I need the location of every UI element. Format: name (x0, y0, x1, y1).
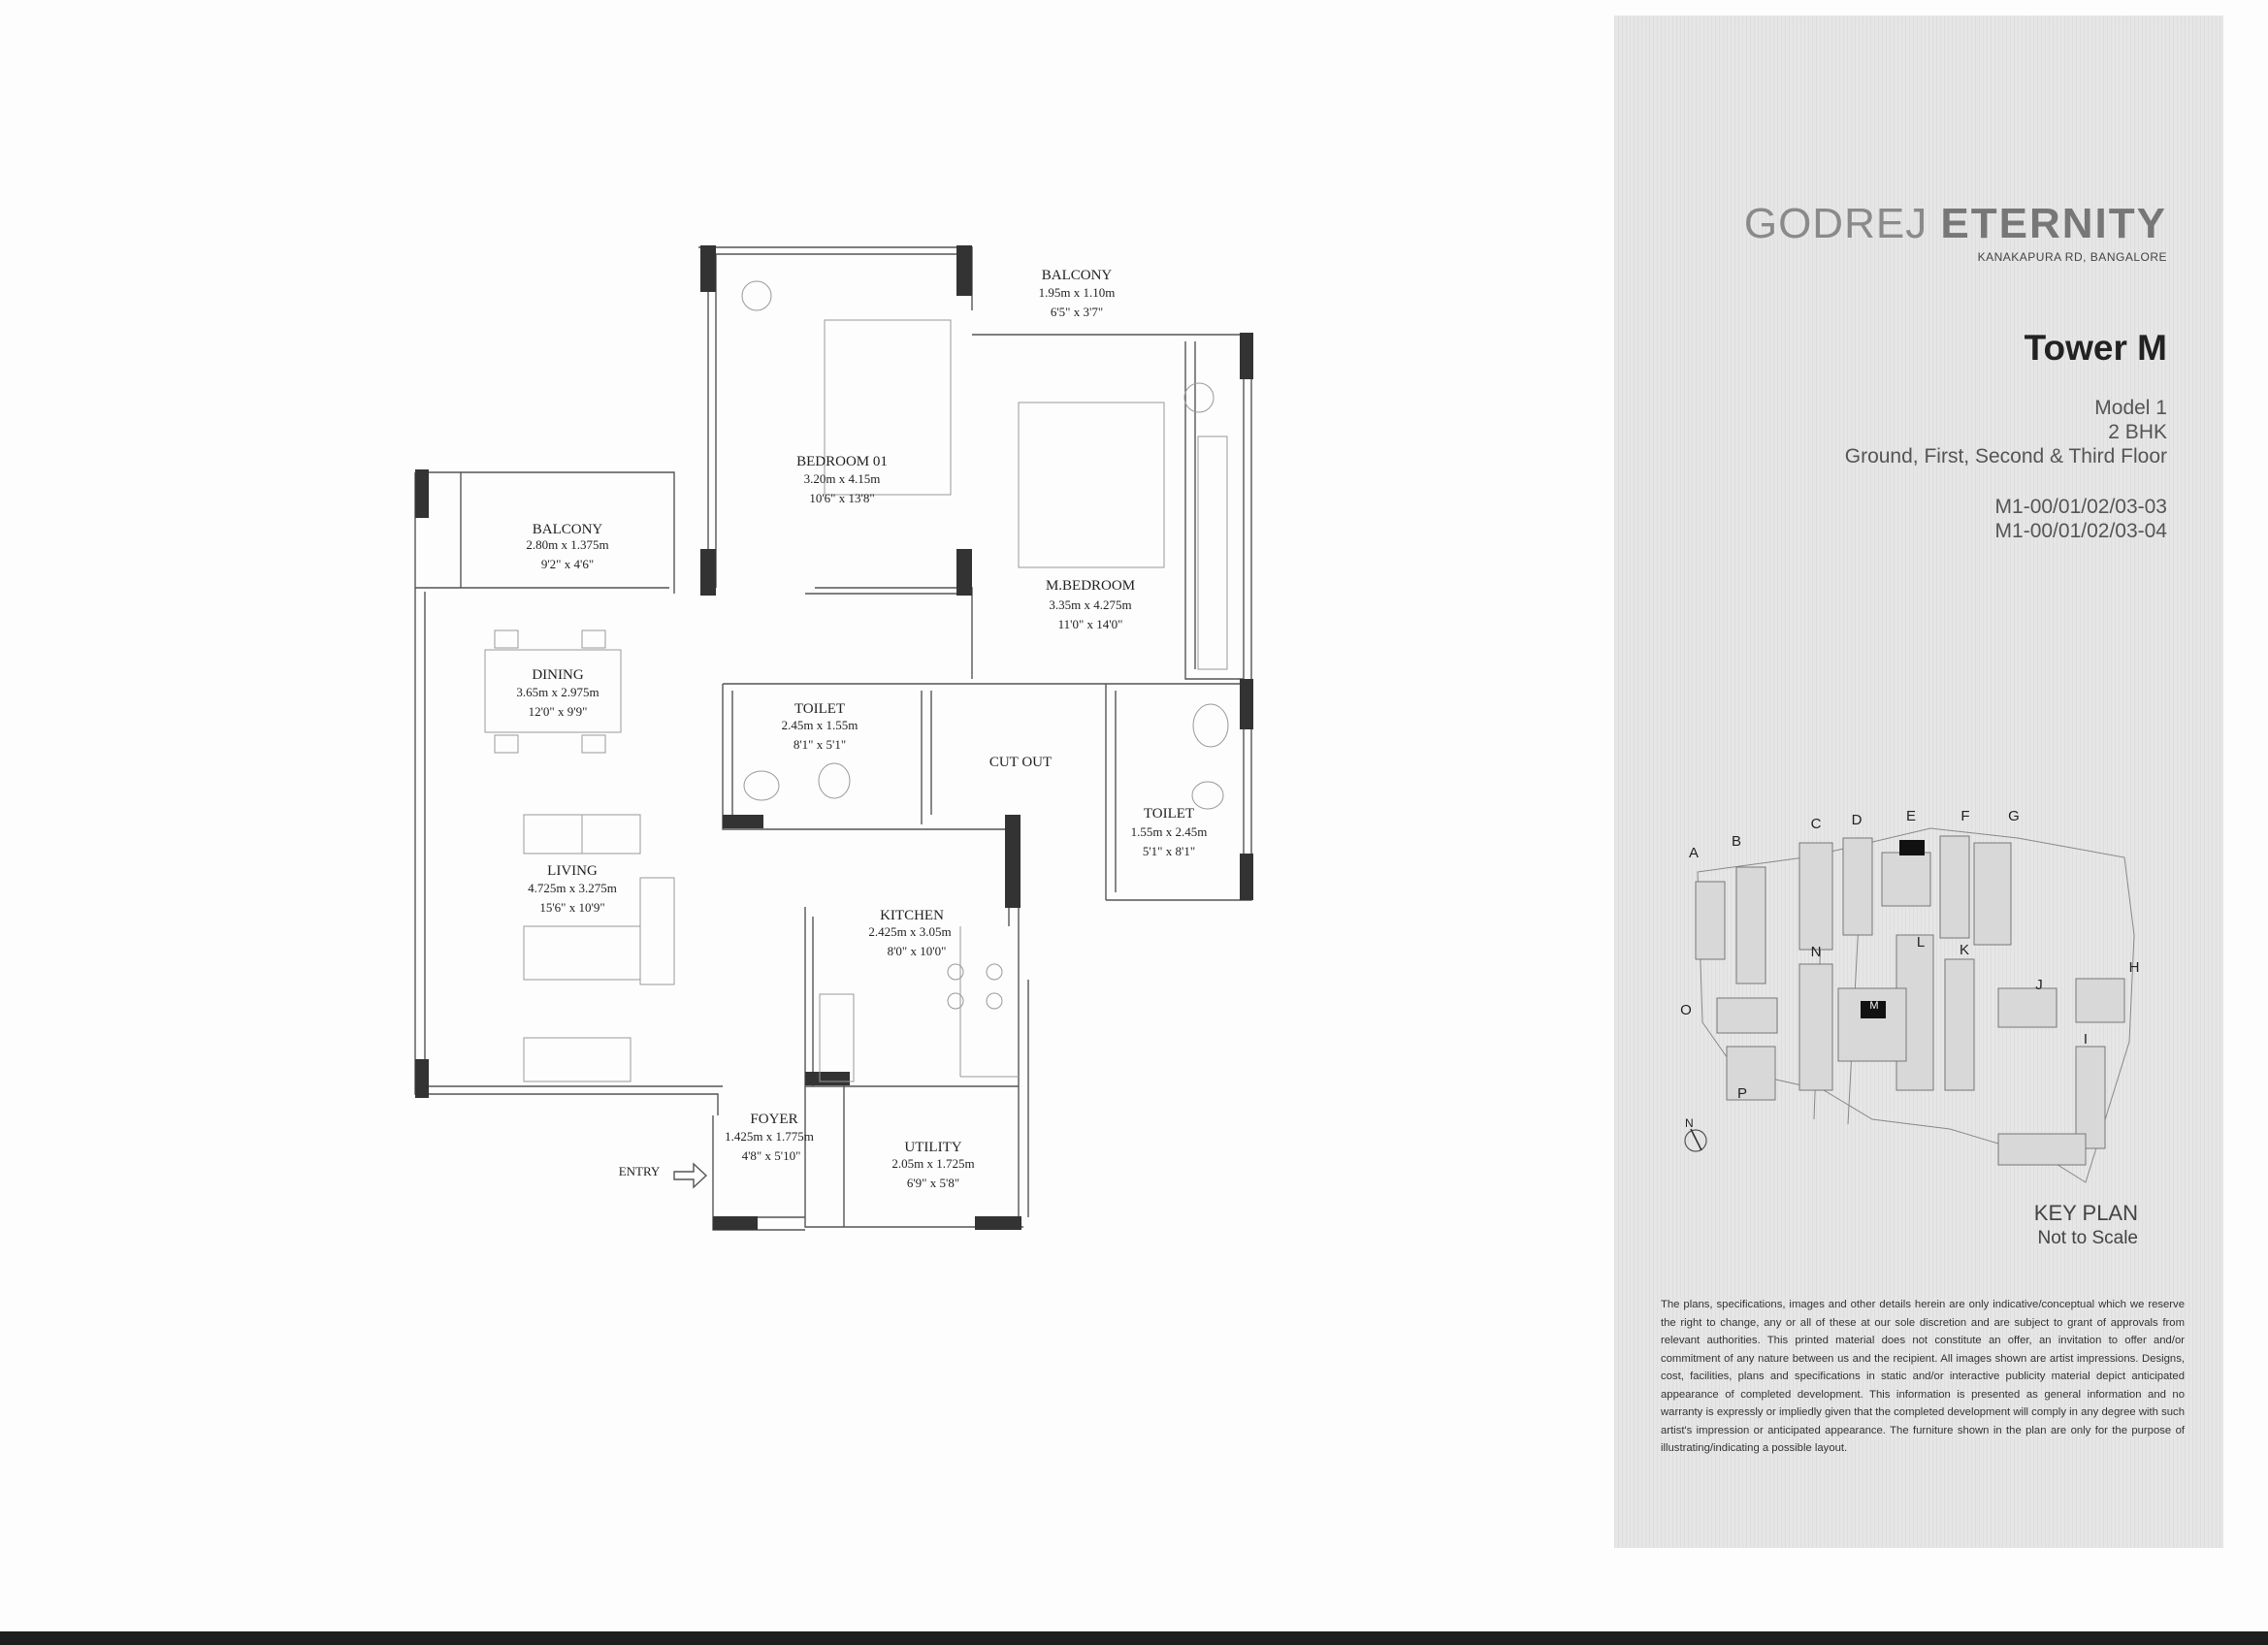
room-dims-metric: 1.95m x 1.10m (1039, 285, 1116, 300)
room-dims-metric: 3.35m x 4.275m (1049, 597, 1131, 612)
room-name: DINING (532, 667, 583, 683)
room-living: LIVING 4.725m x 3.275m 15'6" x 10'9" (528, 863, 617, 915)
room-toilet-1: TOILET 2.45m x 1.55m 8'1" x 5'1" (782, 701, 859, 752)
room-dims-metric: 2.425m x 3.05m (868, 924, 951, 939)
room-name: M.BEDROOM (1046, 578, 1135, 594)
key-plan-title: KEY PLAN (2033, 1201, 2138, 1225)
room-master-bedroom: M.BEDROOM 3.35m x 4.275m 11'0" x 14'0" (1046, 578, 1135, 631)
tower-letter: L (1917, 934, 1925, 951)
room-name: TOILET (794, 701, 845, 717)
tower-letter: B (1732, 833, 1741, 850)
unit-code: M1-00/01/02/03-04 (1994, 520, 2167, 542)
entry-arrow (673, 1162, 708, 1189)
wall-columns (415, 245, 1253, 1230)
tower-letter: P (1737, 1085, 1747, 1102)
tower-letter: G (2008, 808, 2020, 824)
tower-letter: O (1680, 1002, 1692, 1018)
room-name: BALCONY (1042, 268, 1113, 283)
room-dims-metric: 2.80m x 1.375m (526, 537, 608, 552)
room-cut-out: CUT OUT (989, 755, 1052, 770)
key-plan-caption: KEY PLAN Not to Scale (2034, 1201, 2138, 1251)
model-type: 2 BHK (2108, 421, 2167, 443)
room-name: LIVING (547, 863, 598, 879)
scan-edge (0, 1631, 2268, 1645)
room-name: BALCONY (533, 522, 603, 537)
room-kitchen: KITCHEN 2.425m x 3.05m 8'0" x 10'0" (868, 908, 951, 958)
room-dims-metric: 1.425m x 1.775m (725, 1129, 814, 1144)
room-name: UTILITY (904, 1140, 961, 1155)
north-label: N (1685, 1116, 1694, 1130)
unit-code: M1-00/01/02/03-03 (1994, 496, 2167, 518)
floor-plan: BALCONY 1.95m x 1.10m 6'5" x 3'7" BEDROO… (414, 245, 1253, 1231)
key-plan-map: A B C D E F G H I J K L M N O P N (1680, 808, 2139, 1183)
tower-letter: N (1811, 944, 1822, 960)
room-dining: DINING 3.65m x 2.975m 12'0" x 9'9" (516, 667, 599, 719)
room-dims-imperial: 6'9" x 5'8" (907, 1176, 959, 1190)
room-dims-imperial: 12'0" x 9'9" (529, 704, 588, 719)
tower-letter: E (1906, 808, 1916, 824)
highlight-tower-m (1861, 1001, 1886, 1018)
room-dims-imperial: 8'0" x 10'0" (888, 944, 947, 958)
tower-letters: A B C D E F G H I J K L M N O P (1680, 808, 2139, 1102)
room-dims-metric: 3.20m x 4.15m (804, 471, 881, 486)
room-toilet-2: TOILET 1.55m x 2.45m 5'1" x 8'1" (1131, 806, 1208, 858)
tower-letter: A (1689, 845, 1699, 861)
room-dims-imperial: 8'1" x 5'1" (794, 737, 846, 752)
room-dims-imperial: 6'5" x 3'7" (1051, 305, 1103, 319)
room-dims-metric: 3.65m x 2.975m (516, 685, 599, 699)
tower-blocks (1695, 835, 2125, 1166)
north-compass: N (1684, 1116, 1707, 1152)
tower-letter: D (1852, 812, 1863, 828)
brand-bold: ETERNITY (1940, 200, 2167, 247)
tower-letter: K (1960, 942, 1969, 958)
entry-label: ENTRY (619, 1164, 661, 1178)
key-plan-scale-note: Not to Scale (2037, 1228, 2139, 1248)
furniture (484, 280, 1229, 1082)
info-panel: GODREJ ETERNITY KANAKAPURA RD, BANGALORE… (1614, 16, 2223, 1548)
brand-light: GODREJ (1743, 200, 1941, 247)
tower-title: Tower M (2024, 328, 2167, 368)
model-number: Model 1 (2094, 397, 2167, 419)
brand-wordmark: GODREJ ETERNITY (1744, 200, 2167, 248)
model-info: Model 1 2 BHK Ground, First, Second & Th… (1845, 396, 2167, 468)
room-name: BEDROOM 01 (796, 454, 888, 469)
room-dims-metric: 2.45m x 1.55m (782, 718, 859, 732)
room-dims-imperial: 11'0" x 14'0" (1058, 617, 1123, 631)
unit-codes: M1-00/01/02/03-03 M1-00/01/02/03-04 (1995, 495, 2167, 543)
brand-logo: GODREJ ETERNITY KANAKAPURA RD, BANGALORE (1744, 200, 2167, 264)
room-dims-imperial: 4'8" x 5'10" (742, 1148, 801, 1163)
room-name: KITCHEN (880, 908, 944, 923)
wall-lines (414, 246, 1252, 1231)
room-dims-metric: 2.05m x 1.725m (891, 1156, 974, 1171)
room-name: CUT OUT (989, 755, 1052, 770)
room-utility: UTILITY 2.05m x 1.725m 6'9" x 5'8" (891, 1140, 974, 1190)
tower-letter: M (1869, 1000, 1878, 1012)
tower-letter: F (1960, 808, 1969, 824)
room-dims-imperial: 9'2" x 4'6" (541, 557, 594, 571)
room-bedroom-01: BEDROOM 01 3.20m x 4.15m 10'6" x 13'8" (796, 454, 888, 505)
room-name: TOILET (1144, 806, 1194, 822)
room-dims-metric: 4.725m x 3.275m (528, 881, 617, 895)
room-name: FOYER (750, 1112, 797, 1127)
room-dims-imperial: 5'1" x 8'1" (1143, 844, 1195, 858)
brand-location: KANAKAPURA RD, BANGALORE (1977, 250, 2167, 264)
tower-letter: J (2035, 977, 2043, 993)
model-floors: Ground, First, Second & Third Floor (1844, 445, 2167, 468)
tower-letter: C (1811, 816, 1822, 832)
room-balcony-1: BALCONY 1.95m x 1.10m 6'5" x 3'7" (1039, 268, 1116, 319)
room-balcony-2: BALCONY 2.80m x 1.375m 9'2" x 4'6" (526, 522, 608, 571)
room-foyer: FOYER 1.425m x 1.775m 4'8" x 5'10" (725, 1112, 814, 1163)
room-dims-imperial: 10'6" x 13'8" (809, 491, 874, 505)
room-dims-imperial: 15'6" x 10'9" (539, 900, 604, 915)
tower-letter: H (2129, 959, 2140, 976)
highlight-tower-e (1899, 840, 1925, 855)
disclaimer-text: The plans, specifications, images and ot… (1661, 1299, 2185, 1454)
tower-letter: I (2084, 1031, 2088, 1048)
room-dims-metric: 1.55m x 2.45m (1131, 824, 1208, 839)
